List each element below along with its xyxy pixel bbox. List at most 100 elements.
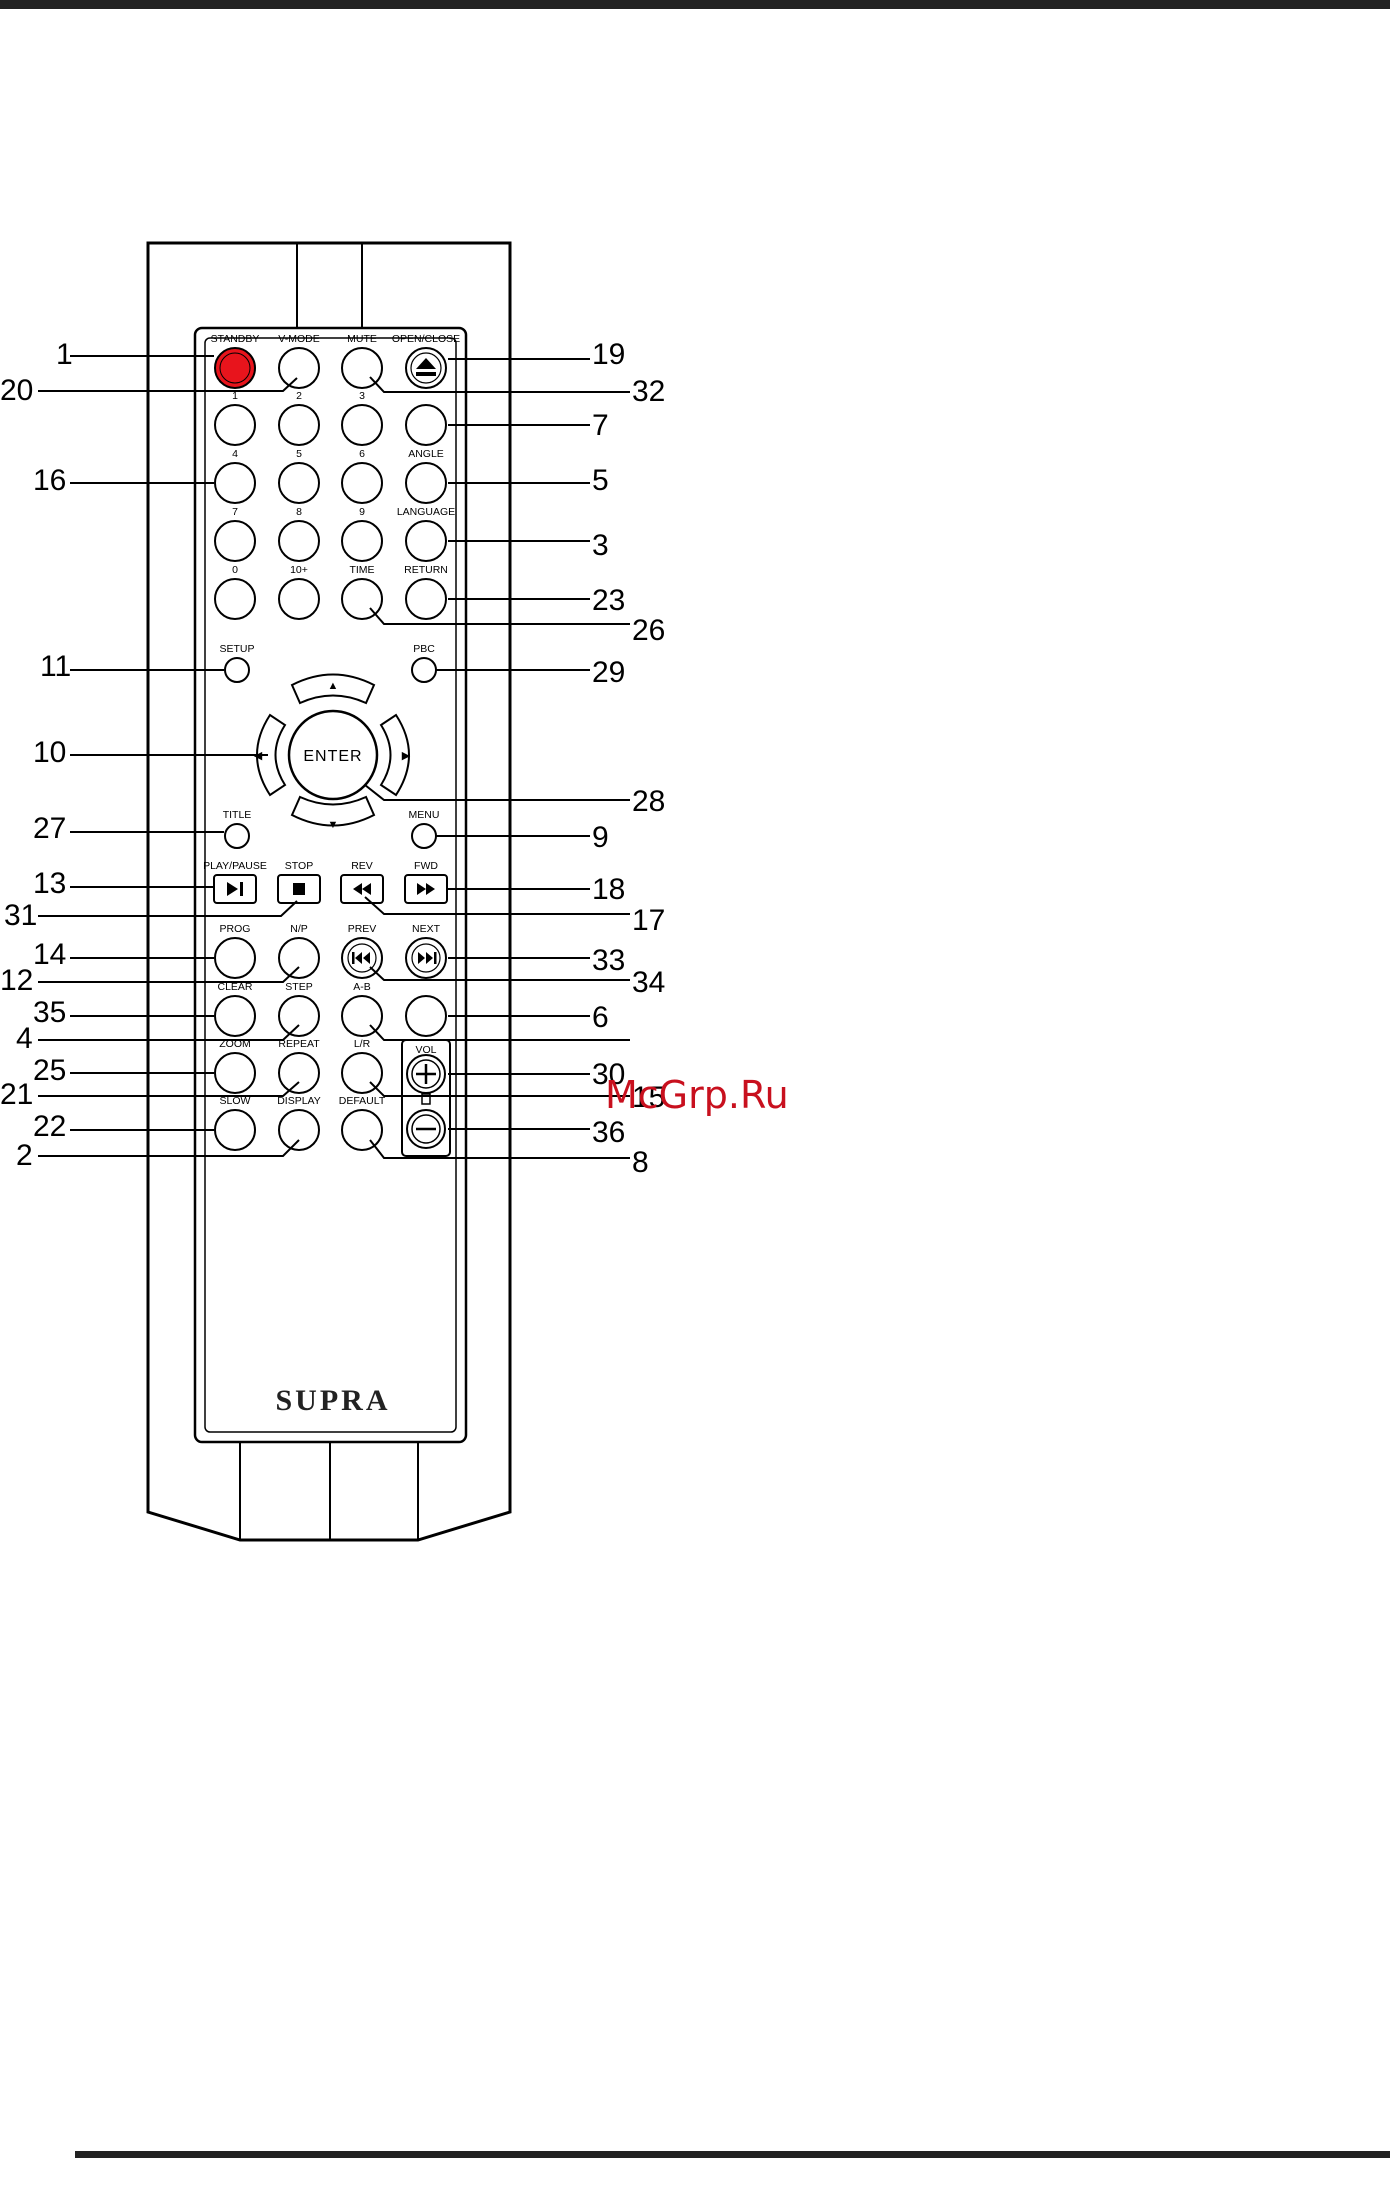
skip-next-icon [411, 943, 441, 973]
callout-number-32: 32 [632, 375, 665, 408]
callout-leaders [38, 355, 630, 1159]
callout-number-6: 6 [592, 1001, 609, 1034]
volume-rocker: VOL [401, 1039, 451, 1157]
zoom-button[interactable]: ZOOM [214, 1038, 256, 1094]
callout-leader-34 [369, 966, 630, 981]
open-close-button[interactable]: OPEN/CLOSE [392, 333, 460, 389]
default-button[interactable]: DEFAULT [339, 1095, 386, 1151]
num-3-button[interactable]: 3 [341, 390, 383, 446]
callout-number-19: 19 [592, 338, 625, 371]
l-r-button[interactable]: L/R [341, 1038, 383, 1094]
callout-number-5: 5 [592, 464, 609, 497]
num-6-button[interactable]: 6 [341, 448, 383, 504]
slow-button[interactable]: SLOW [214, 1095, 256, 1151]
skip-previous-icon [347, 943, 377, 973]
nav-right-button[interactable] [379, 713, 410, 797]
enter-button[interactable] [287, 709, 379, 801]
num-1-button[interactable]: 1 [214, 390, 256, 446]
num-8-button[interactable]: 8 [278, 506, 320, 562]
num-4-button[interactable]: 4 [214, 448, 256, 504]
next-button[interactable]: NEXT [405, 923, 447, 979]
angle-button[interactable]: ANGLE [405, 448, 447, 504]
n-p-label: N/P [290, 923, 308, 935]
callout-numbers: 1201611102713311412354252122219327532326… [0, 338, 665, 1179]
num-9-button[interactable]: 9 [341, 506, 383, 562]
callout-number-16: 16 [33, 464, 66, 497]
rev-button[interactable]: REV [340, 860, 384, 904]
title-button[interactable]: TITLE [223, 809, 252, 849]
clear-button[interactable]: CLEAR [214, 981, 256, 1037]
callout-number-25: 25 [33, 1054, 66, 1087]
n-p-button[interactable]: N/P [278, 923, 320, 979]
num-5-button[interactable]: 5 [278, 448, 320, 504]
callout-number-20: 20 [0, 374, 33, 407]
brand-logo: SUPRA [275, 1384, 390, 1417]
setup-button[interactable]: SETUP [219, 643, 255, 683]
num-10plus-button[interactable]: 10+ [278, 564, 320, 620]
return-label: RETURN [404, 564, 448, 576]
fwd-button[interactable]: FWD [404, 860, 448, 904]
stop-button[interactable]: STOP [277, 860, 321, 904]
language-label: LANGUAGE [397, 506, 455, 518]
callout-leader-17 [364, 896, 630, 915]
callout-number-8: 8 [632, 1146, 649, 1179]
nav-left-button[interactable] [256, 713, 287, 797]
time-label: TIME [349, 564, 374, 576]
step-label: STEP [285, 981, 312, 993]
callout-number-7: 7 [592, 409, 609, 442]
callout-number-22: 22 [33, 1110, 66, 1143]
callout-leader-31 [38, 900, 298, 917]
callout-number-4: 4 [16, 1022, 33, 1055]
leader-a-b [369, 1024, 630, 1041]
repeat-button[interactable]: REPEAT [278, 1038, 320, 1094]
callout-number-33: 33 [592, 944, 625, 977]
v-mode-button[interactable]: V-MODE [278, 333, 320, 389]
callout-number-27: 27 [33, 812, 66, 845]
blank-r2-button[interactable] [405, 404, 447, 446]
nav-down-button[interactable] [290, 795, 376, 827]
callout-leader-12 [38, 966, 300, 983]
callout-number-14: 14 [33, 938, 66, 971]
play-pause-button[interactable]: PLAY/PAUSE [203, 860, 267, 904]
pbc-button[interactable]: PBC [411, 643, 437, 683]
num-2-button[interactable]: 2 [278, 390, 320, 446]
num-7-button[interactable]: 7 [214, 506, 256, 562]
play-pause-label: PLAY/PAUSE [203, 860, 267, 872]
callout-number-18: 18 [592, 873, 625, 906]
mute-button[interactable]: MUTE [341, 333, 383, 389]
v-mode-label: V-MODE [278, 333, 319, 345]
language-button[interactable]: LANGUAGE [397, 506, 455, 562]
callout-leader-20 [38, 377, 298, 392]
menu-button[interactable]: MENU [409, 809, 440, 849]
num-7-label: 7 [232, 506, 238, 518]
standby-button[interactable]: STANDBY [211, 333, 260, 389]
prev-label: PREV [348, 923, 377, 935]
callout-number-23: 23 [592, 584, 625, 617]
callout-number-12: 12 [0, 964, 33, 997]
num-4-label: 4 [232, 448, 238, 460]
rev-label: REV [351, 860, 373, 872]
nav-right-arrow-icon: ▶ [402, 750, 411, 762]
nav-up-button[interactable] [290, 673, 376, 705]
pbc-label: PBC [413, 643, 435, 655]
callout-number-36: 36 [592, 1116, 625, 1149]
callout-leader-15 [369, 1081, 630, 1097]
return-button[interactable]: RETURN [404, 564, 448, 620]
nav-up-arrow-icon: ▲ [328, 680, 339, 692]
blank-r10-button[interactable] [405, 995, 447, 1037]
remote-body [146, 241, 512, 1542]
callout-number-29: 29 [592, 656, 625, 689]
display-button[interactable]: DISPLAY [277, 1095, 321, 1151]
play-pause-icon [227, 882, 243, 896]
default-label: DEFAULT [339, 1095, 386, 1107]
callout-number-1: 1 [56, 338, 73, 371]
prev-button[interactable]: PREV [341, 923, 383, 979]
a-b-label: A-B [353, 981, 371, 993]
num-3-label: 3 [359, 390, 365, 402]
prog-button[interactable]: PROG [214, 923, 256, 979]
step-button[interactable]: STEP [278, 981, 320, 1037]
num-0-button[interactable]: 0 [214, 564, 256, 620]
watermark: McGrp.Ru [605, 1073, 789, 1117]
